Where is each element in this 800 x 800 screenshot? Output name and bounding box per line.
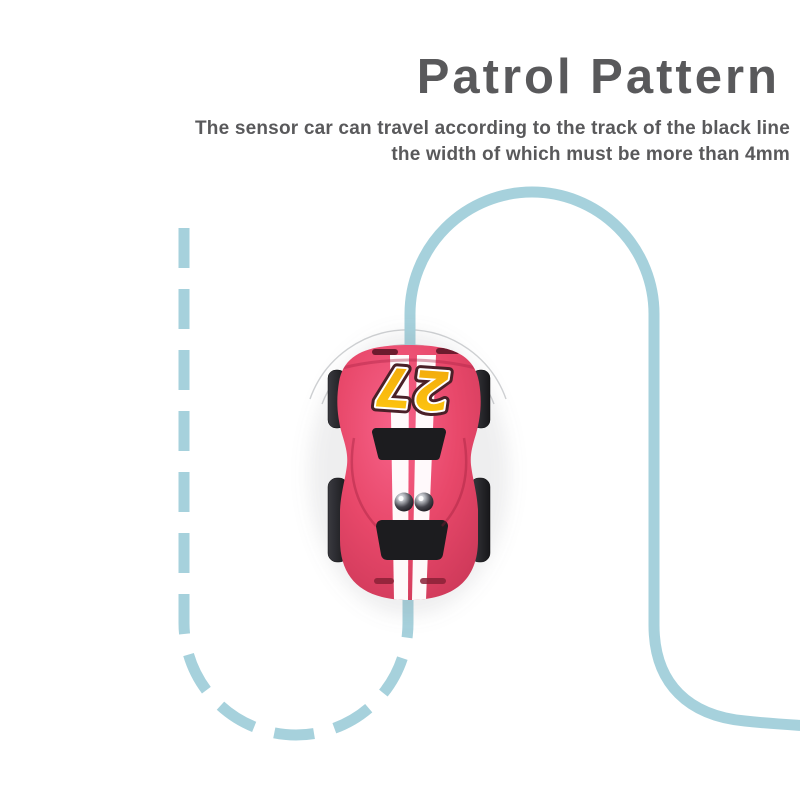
car-number-outline: 27 (369, 354, 455, 422)
car-rear-window (372, 428, 446, 460)
page-title: Patrol Pattern (416, 50, 780, 104)
subtitle-line-2: the width of which must be more than 4mm (391, 144, 790, 165)
car-bumper-mark-left (374, 578, 394, 584)
car-rear-vent-left (372, 349, 398, 355)
track-solid-path (404, 186, 800, 731)
subtitle-line-1: The sensor car can travel according to t… (194, 118, 790, 139)
car-crease-left (350, 437, 377, 527)
car-eye-left-highlight (398, 495, 404, 502)
car-windshield (376, 520, 448, 560)
car-eye-right (414, 492, 434, 512)
track-dashed-path (178, 228, 414, 741)
car-eye-right-highlight (418, 495, 424, 502)
car-bumper-mark-right (420, 578, 446, 584)
toy-car: 27 27 (309, 332, 509, 616)
car-deco (341, 348, 477, 600)
car-crease-right (441, 437, 468, 527)
header: Patrol Pattern The sensor car can travel… (0, 0, 800, 168)
car-number: 27 (369, 354, 455, 422)
car-spoiler-seam (341, 358, 477, 370)
car-eye-left (394, 492, 414, 512)
car-number-decal: 27 27 (364, 349, 460, 427)
